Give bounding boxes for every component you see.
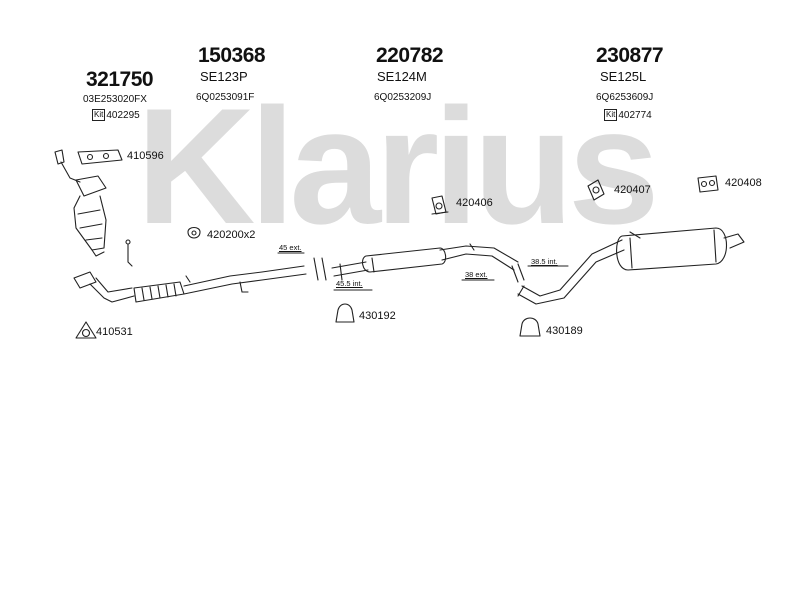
dimension-38-5-int: 38.5 int. (531, 257, 558, 266)
gasket-410531-icon (75, 321, 97, 339)
part-label-430192: 430192 (359, 310, 396, 322)
hanger-420407-icon (587, 179, 605, 201)
code-SE125L: SE125L (600, 69, 647, 84)
hanger-420408-icon (697, 175, 719, 193)
kit-number-402774: Kit 402774 (604, 109, 652, 121)
break-marks-right (511, 263, 525, 283)
oem-number-6Q0253209J: 6Q0253209J (374, 92, 432, 103)
clamp-430192-icon (335, 303, 355, 323)
rear-silencer-icon (517, 227, 745, 305)
code-SE123P: SE123P (200, 69, 248, 84)
kit-number: 402774 (618, 109, 652, 121)
part-number-321750: 321750 (86, 68, 154, 91)
part-label-410531: 410531 (96, 326, 133, 338)
clamp-430189-icon (519, 317, 541, 337)
dimension-45-5-int: 45.5 int. (336, 279, 363, 288)
part-number-220782: 220782 (376, 44, 444, 67)
watermark-text: Klarius (136, 88, 653, 248)
hanger-420406-icon (431, 195, 449, 215)
front-pipe-icon (73, 239, 307, 303)
hanger-420200-icon (187, 226, 201, 239)
kit-label: Kit (92, 109, 106, 121)
middle-silencer-icon (331, 243, 519, 281)
kit-label: Kit (604, 109, 618, 121)
part-label-420407: 420407 (614, 184, 651, 196)
gasket-410596-icon (77, 149, 123, 165)
code-SE124M: SE124M (377, 69, 427, 84)
kit-number-402295: Kit 402295 (92, 109, 140, 121)
dimension-45-ext: 45 ext. (279, 243, 302, 252)
part-label-420200x2: 420200x2 (207, 229, 256, 241)
catalytic-converter-icon (54, 149, 107, 257)
break-marks-left (313, 257, 327, 281)
part-label-410596: 410596 (127, 150, 164, 162)
oem-number-6Q6253609J: 6Q6253609J (596, 92, 654, 103)
part-label-420408: 420408 (725, 177, 762, 189)
oem-number-03E253020FX: 03E253020FX (83, 94, 147, 105)
part-number-230877: 230877 (596, 44, 664, 67)
part-label-430189: 430189 (546, 325, 583, 337)
oem-number-6Q0253091F: 6Q0253091F (196, 92, 255, 103)
kit-number: 402295 (106, 109, 140, 121)
part-label-420406: 420406 (456, 197, 493, 209)
dimension-38-ext: 38 ext. (465, 270, 488, 279)
part-number-150368: 150368 (198, 44, 266, 67)
klarius-watermark: Klarius (136, 88, 659, 248)
